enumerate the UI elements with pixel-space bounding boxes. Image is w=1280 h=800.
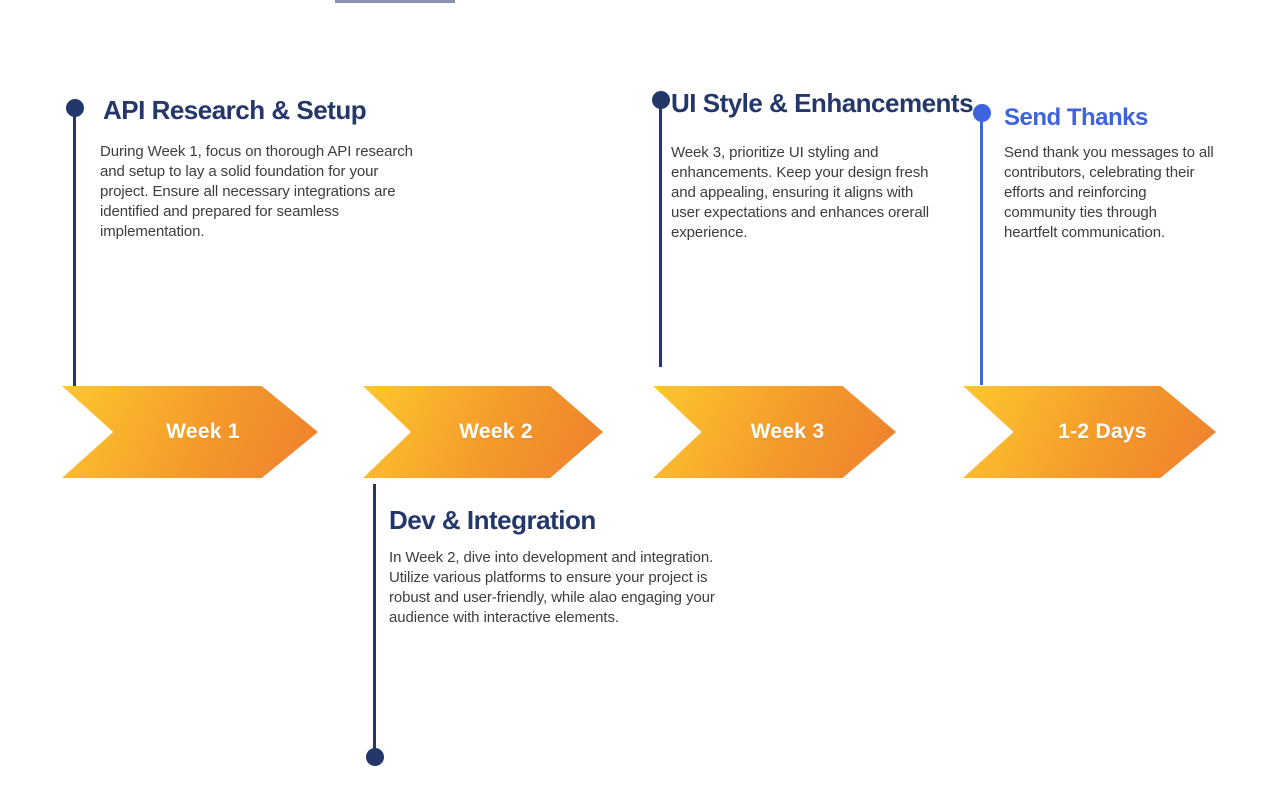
milestone-body-send-thanks: Send thank you messages to all contribut…: [1004, 144, 1214, 241]
cropped-text-artifact: [335, 0, 455, 3]
timeline-arrow-week-2: Week 2: [363, 386, 603, 478]
arrow-label-1-2-days: 1-2 Days: [1058, 420, 1147, 443]
milestone-dot-ui-style: [652, 91, 670, 109]
arrow-label-week-1: Week 1: [166, 420, 240, 443]
milestone-body-dev-integration: In Week 2, dive into development and int…: [389, 549, 715, 626]
milestone-connector-send-thanks: [980, 117, 983, 385]
milestone-dot-api-research: [66, 99, 84, 117]
milestone-connector-ui-style: [659, 104, 662, 367]
milestone-dot-send-thanks: [973, 104, 991, 122]
milestone-title-dev-integration: Dev & Integration: [389, 505, 596, 535]
arrow-label-week-2: Week 2: [459, 420, 533, 443]
arrow-label-week-3: Week 3: [750, 420, 825, 443]
milestone-dot-dev-integration: [366, 748, 384, 766]
milestone-body-api-research: During Week 1, focus on thorough API res…: [100, 143, 413, 240]
milestone-connector-api-research: [73, 112, 76, 386]
timeline-arrow-week-3: Week 3: [653, 386, 896, 478]
milestone-connector-dev-integration: [373, 484, 376, 750]
milestone-title-api-research: API Research & Setup: [103, 95, 367, 125]
timeline-arrow-week-1: Week 1: [62, 386, 318, 478]
milestone-title-send-thanks: Send Thanks: [1004, 104, 1148, 131]
milestone-title-ui-style: UI Style & Enhancements: [671, 88, 974, 118]
timeline-arrow-1-2-days: 1-2 Days: [963, 386, 1216, 478]
milestone-body-ui-style: Week 3, prioritize UI styling and enhanc…: [671, 144, 930, 241]
